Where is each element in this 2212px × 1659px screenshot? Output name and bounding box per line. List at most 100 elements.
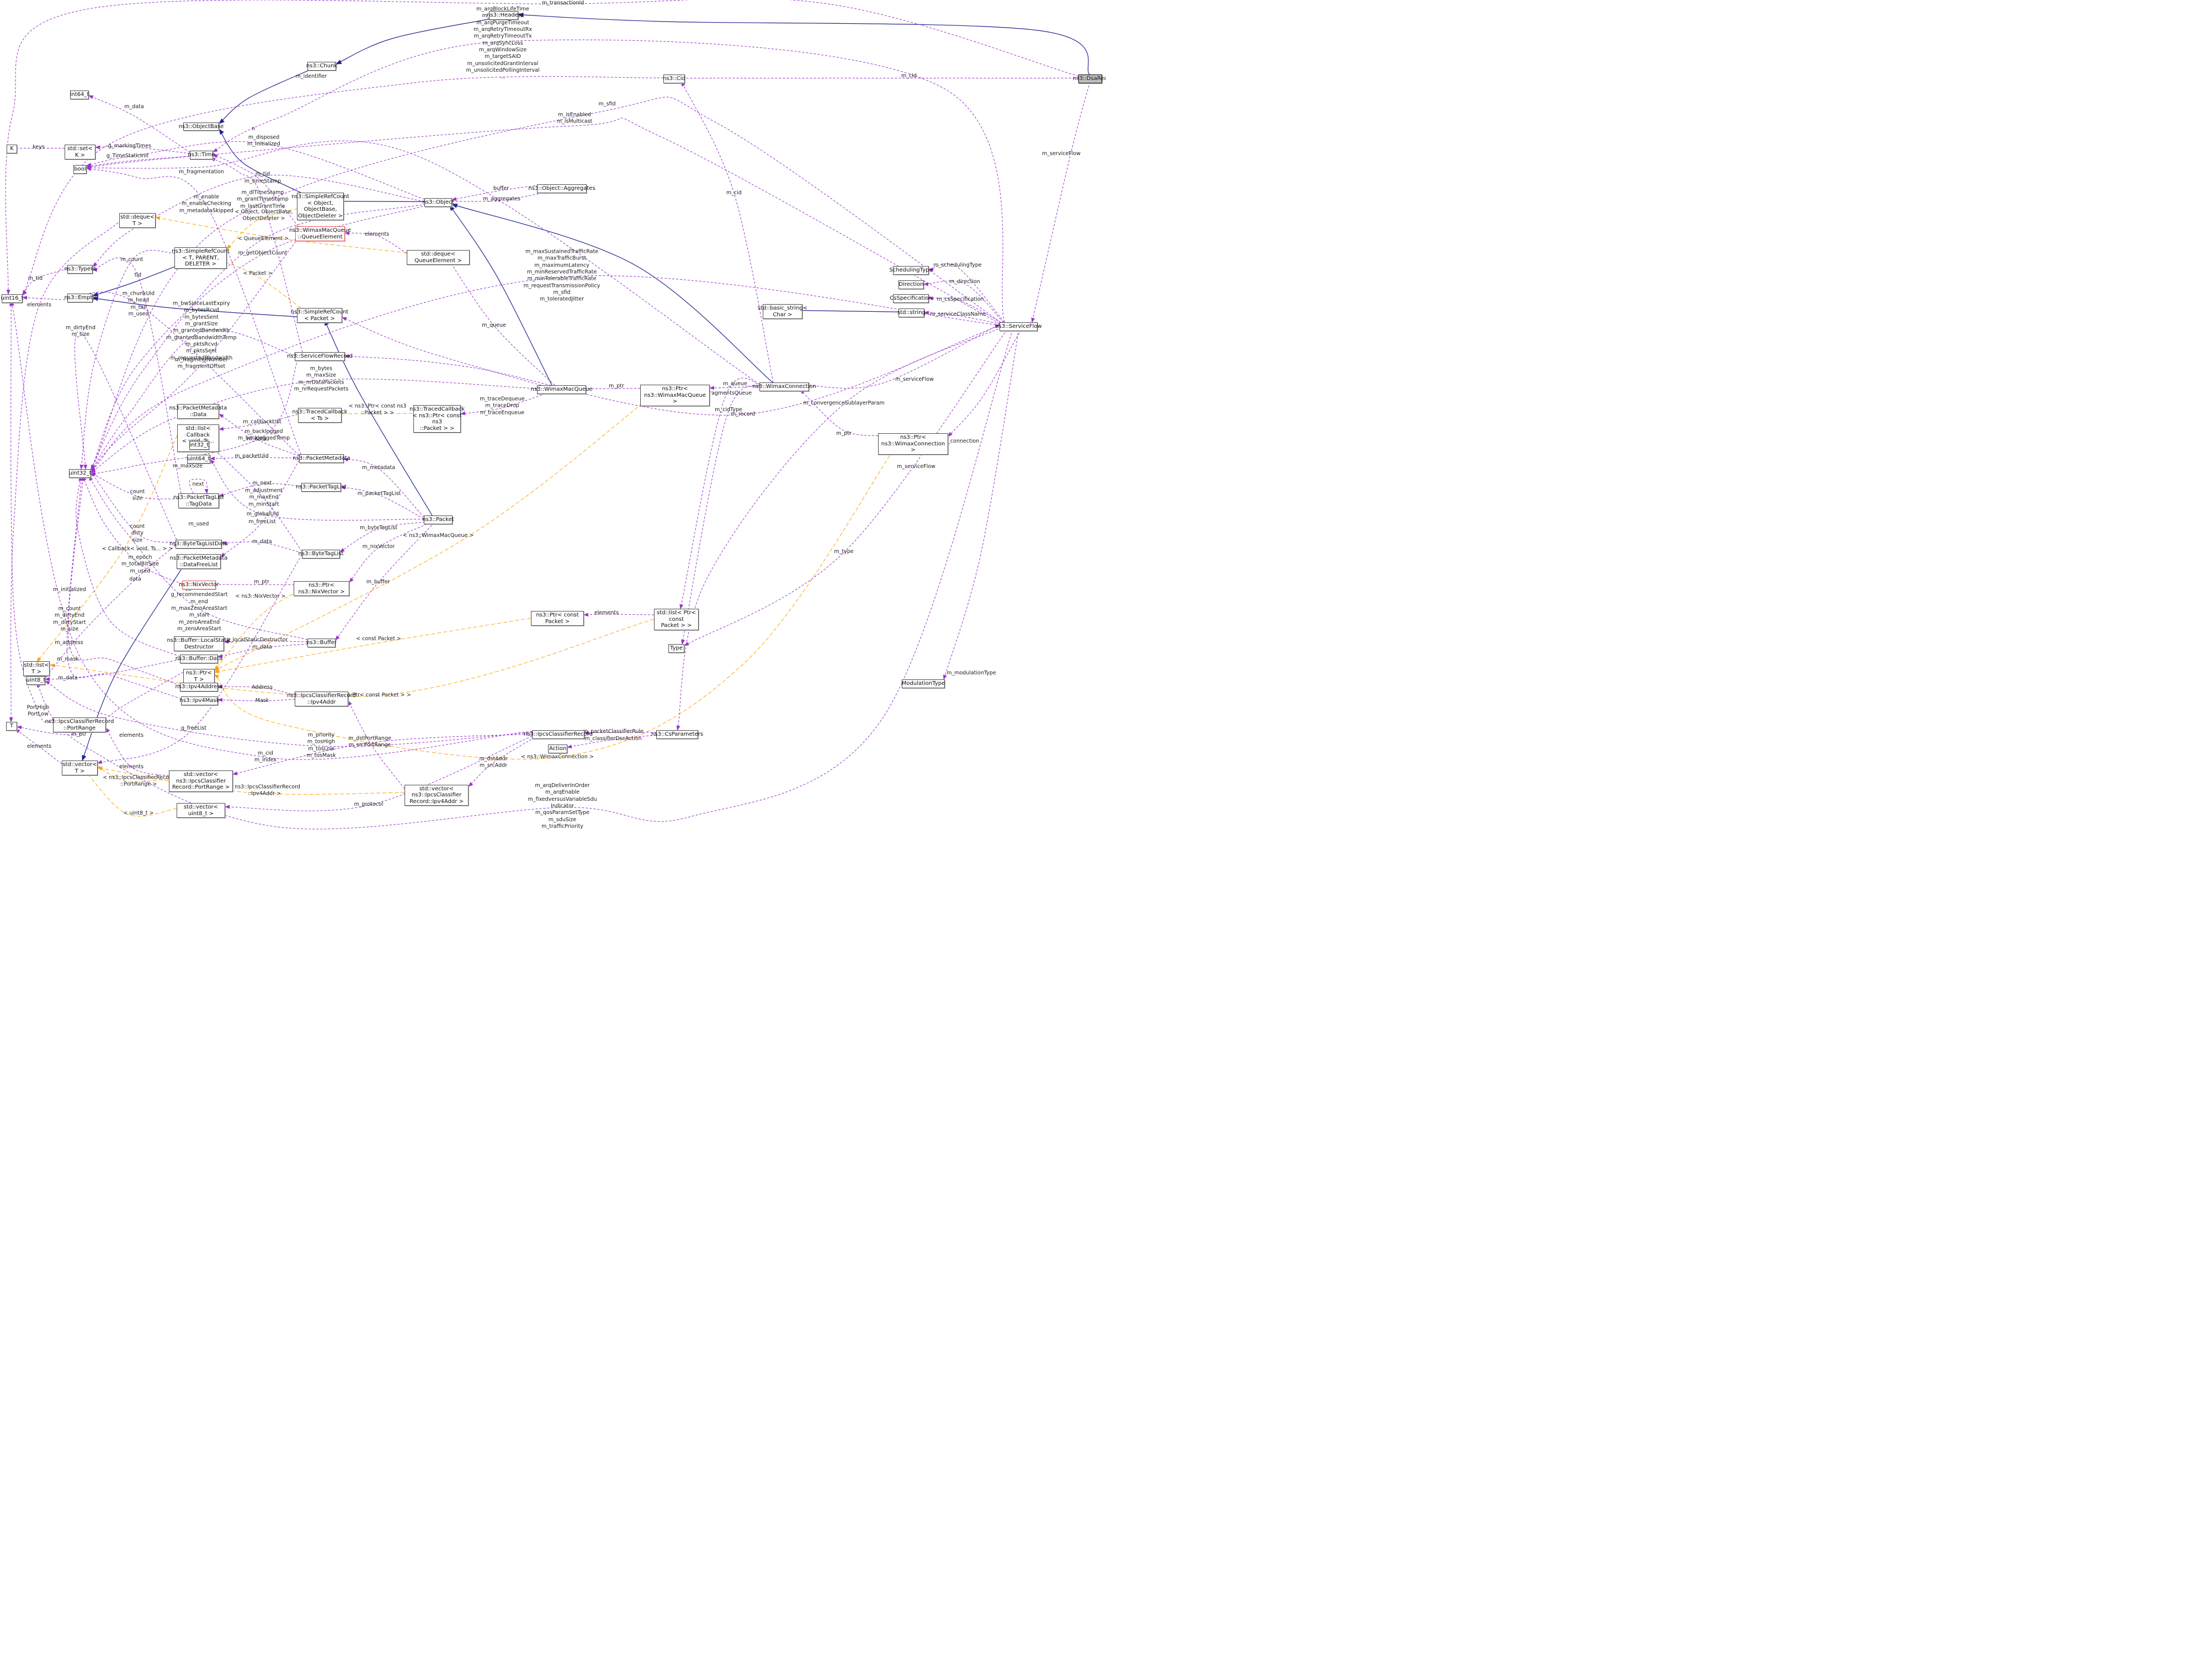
class-node-header[interactable]: ns3::Header — [487, 11, 520, 20]
class-node-wmq[interactable]: ns3::WimaxMacQueue — [531, 385, 593, 394]
class-node-pmd_data[interactable]: ns3::PacketMetadata ::Data — [169, 404, 227, 419]
edge-btl-int32 — [209, 444, 302, 552]
class-node-dsareq[interactable]: ns3::DsaReq — [1073, 75, 1106, 83]
class-node-queueelement[interactable]: ns3::WimaxMacQueue ::QueueElement — [289, 226, 351, 241]
class-node-action[interactable]: Action — [548, 745, 567, 753]
class-node-ptr_cpkt[interactable]: ns3::Ptr< const Packet > — [531, 611, 584, 626]
class-node-deque_qe[interactable]: std::deque< QueueElement > — [407, 250, 470, 265]
class-node-dfl[interactable]: ns3::PacketMetadata ::DataFreeList — [170, 554, 227, 569]
class-node-time[interactable]: ns3::Time — [188, 151, 215, 159]
edge-stdstring-basicstring — [781, 307, 912, 313]
class-node-sfrecord[interactable]: ns3::ServiceFlowRecord — [287, 352, 353, 361]
class-node-dequet[interactable]: std::deque< T > — [119, 213, 156, 228]
edge-label: tid — [134, 272, 142, 278]
class-node-basicstring[interactable]: std::basic_string< Char > — [758, 304, 807, 319]
edge-serviceflow-csspec — [928, 296, 1002, 323]
class-node-ptr_nix[interactable]: ns3::Ptr< ns3::NixVector > — [294, 581, 349, 596]
class-node-setk[interactable]: std::set< K > — [65, 145, 95, 159]
class-node-tcb_ts[interactable]: ns3::TracedCallback < Ts > — [293, 408, 347, 423]
class-node-int32[interactable]: int32_t — [189, 441, 209, 450]
class-node-ptr_wc[interactable]: ns3::Ptr< ns3::WimaxConnection > — [878, 433, 948, 455]
class-node-uint32[interactable]: uint32_t — [68, 469, 92, 478]
edge-cid-uint16 — [22, 76, 664, 295]
class-node-direction[interactable]: Direction — [898, 280, 924, 289]
class-node-blsd[interactable]: ns3::Buffer::LocalStatic Destructor — [167, 636, 231, 651]
edge-label: m_fragmentation — [179, 168, 224, 175]
class-node-csparams[interactable]: ns3::CsParameters — [651, 730, 703, 739]
edge-serviceflow-uint8 — [36, 329, 1013, 830]
edge-label: < QueueElement > — [237, 235, 289, 242]
class-node-serviceflow[interactable]: ns3::ServiceFlow — [995, 322, 1042, 331]
class-node-src_tpd[interactable]: ns3::SimpleRefCount < T, PARENT, DELETER… — [172, 247, 230, 269]
class-node-uint8[interactable]: uint8_t — [26, 676, 45, 685]
edge-label: m_timeStamp — [244, 178, 281, 184]
class-node-btl[interactable]: ns3::ByteTagList — [299, 550, 343, 559]
class-node-ipv4mask[interactable]: ns3::Ipv4Mask — [180, 696, 220, 705]
edge-label: m_globalUid — [246, 511, 279, 517]
class-node-src_obj[interactable]: ns3::SimpleRefCount < Object, ObjectBase… — [291, 193, 349, 220]
class-node-ptr_wmq[interactable]: ns3::Ptr< ns3::WimaxMacQueue > — [640, 385, 710, 406]
class-node-aggregates[interactable]: ns3::Object::Aggregates — [528, 184, 595, 193]
class-node-vec_t[interactable]: std::vector< T > — [62, 761, 98, 775]
class-node-int64[interactable]: int64_t — [70, 91, 89, 99]
edge-ptr_nix-ptr_t — [214, 588, 304, 671]
edge-label: m_ptr — [609, 382, 624, 389]
edge-vec_u8-vec_t — [82, 767, 177, 817]
class-node-k[interactable]: K — [7, 145, 17, 153]
class-node-stdstring[interactable]: std::string — [897, 309, 926, 317]
class-node-vec_ip4[interactable]: std::vector< ns3::IpcsClassifier Record:… — [405, 784, 469, 806]
class-node-packet[interactable]: ns3::Packet — [422, 515, 454, 524]
class-node-pmeta[interactable]: ns3::PacketMetadata — [293, 454, 350, 463]
class-node-cid[interactable]: ns3::Cid — [663, 75, 685, 83]
edge-label: m_priority m_tosHigh m_tosLow m_tosMask — [306, 732, 336, 759]
class-node-vec_u8[interactable]: std::vector< uint8_t > — [177, 803, 225, 818]
class-node-listt[interactable]: std::list< T > — [23, 661, 50, 676]
class-node-type[interactable]: Type — [668, 644, 684, 653]
class-node-nix[interactable]: ns3::NixVector — [179, 581, 219, 589]
class-node-icr[interactable]: ns3::IpcsClassifierRecord — [524, 730, 593, 739]
edge-label: m_ptr — [836, 430, 852, 437]
class-node-typeid[interactable]: ns3::TypeId — [65, 265, 95, 274]
class-node-ipv4addr[interactable]: ns3::Ipv4Address — [175, 683, 223, 692]
edge-label: m_bwSinceLastExpiry m_bytesRcvd m_bytesS… — [166, 300, 237, 361]
edge-label: m_dirtyEnd m_size — [66, 325, 95, 338]
class-node-buffer[interactable]: ns3::Buffer — [306, 639, 337, 647]
class-node-csspec[interactable]: CsSpecification — [890, 294, 932, 303]
class-node-objectbase[interactable]: ns3::ObjectBase — [179, 122, 224, 131]
class-node-list_cpkt[interactable]: std::list< Ptr< const Packet > > — [654, 609, 699, 630]
class-node-portrange[interactable]: ns3::IpcsClassifierRecord ::PortRange — [45, 717, 114, 732]
class-node-tagdata[interactable]: ns3::PacketTagList ::TagData — [173, 493, 224, 508]
edge-queueelement-uint32 — [91, 238, 299, 472]
class-node-t[interactable]: T — [6, 722, 17, 731]
edge-time-bool — [86, 156, 190, 168]
class-node-btld[interactable]: ns3::ByteTagListData — [169, 540, 228, 549]
class-node-ptaglist[interactable]: ns3::PacketTagList — [296, 483, 347, 492]
edge-label: m_cid — [726, 189, 742, 196]
edge-label: m_data — [58, 674, 78, 681]
class-node-uint16[interactable]: uint16_t — [1, 294, 24, 303]
edge-sfrecord-uint32 — [91, 359, 299, 475]
edge-label: m_identifier — [295, 73, 327, 79]
class-node-src_packet[interactable]: ns3::SimpleRefCount < Packet > — [291, 308, 348, 323]
class-node-vec_pr[interactable]: std::vector< ns3::IpcsClassifier Record:… — [169, 770, 233, 792]
class-node-wconn[interactable]: ns3::WimaxConnection — [752, 382, 816, 391]
edge-icr-vec_pr — [232, 733, 533, 775]
class-node-tcb_pkt[interactable]: ns3::TracedCallback < ns3::Ptr< const ns… — [410, 405, 465, 433]
class-node-bufdata[interactable]: ns3::Buffer::Data — [176, 655, 222, 663]
edge-wconn-serviceflow — [809, 324, 1000, 389]
class-node-empty[interactable]: ns3::Empty — [65, 294, 95, 302]
edge-label: m_arqDeliverInOrder m_arqEnable m_fixedv… — [528, 782, 597, 830]
class-node-chunk[interactable]: ns3::Chunk — [306, 62, 337, 71]
class-node-schedulingtype[interactable]: SchedulingType — [889, 266, 933, 275]
edge-buffer-uint32 — [88, 476, 308, 640]
class-node-ipcs_ip4[interactable]: ns3::IpcsClassifierRecord ::Ipv4Addr — [287, 692, 356, 706]
class-node-modtype[interactable]: ModulationType — [902, 679, 945, 688]
class-node-bool[interactable]: bool — [73, 165, 87, 174]
class-node-object[interactable]: ns3::Object — [422, 198, 454, 207]
class-node-uint64[interactable]: uint64_t — [187, 455, 210, 464]
edge-label: m_buffer — [366, 578, 390, 585]
edge-dsareq-uint16 — [5, 0, 1079, 295]
class-node-ptr_t[interactable]: ns3::Ptr< T > — [183, 669, 215, 684]
edge-label: m_disposed m_initialized — [247, 134, 280, 147]
edge-label: m_protocol — [354, 801, 384, 807]
